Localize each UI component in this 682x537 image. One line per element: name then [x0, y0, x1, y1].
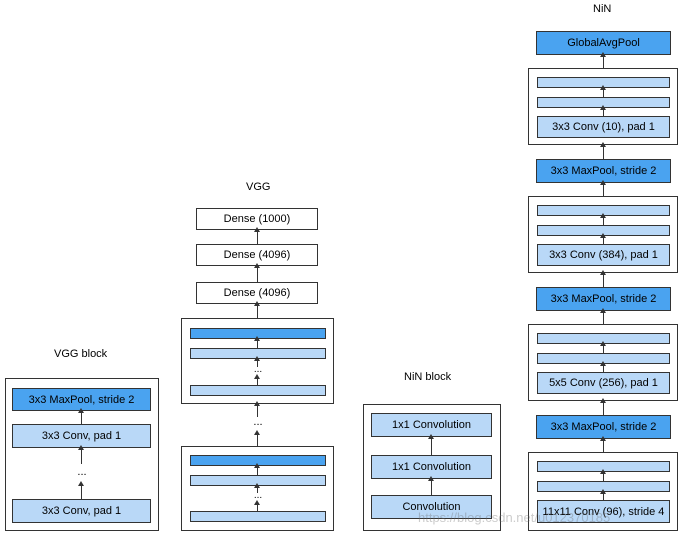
arrow [254, 430, 260, 446]
arrow [600, 398, 606, 415]
arrow [254, 356, 260, 367]
nin-maxpool-1: 3x3 MaxPool, stride 2 [536, 415, 671, 439]
nin-block1-conv: 11x11 Conv (96), stride 4 [537, 500, 670, 523]
vgg-upper-ellipsis: ... [253, 364, 263, 375]
nin-block-conv1: 1x1 Convolution [371, 413, 492, 437]
vgg-upper-conv-bar-bottom [190, 385, 326, 396]
nin-block2-conv: 5x5 Conv (256), pad 1 [537, 372, 670, 394]
vgg-title: VGG [246, 181, 271, 193]
nin-block3-conv: 3x3 Conv (384), pad 1 [537, 244, 670, 266]
watermark: https://blog.csdn.net/u012370185 [418, 510, 611, 525]
arrow [600, 341, 606, 353]
vgg-lower-conv-bar-bottom [190, 511, 326, 522]
vgg-block-ellipsis: ... [77, 466, 87, 478]
arrow [600, 469, 606, 481]
vgg-block-title: VGG block [54, 348, 108, 360]
arrow [600, 213, 606, 225]
arrow [254, 463, 260, 475]
arrow [428, 476, 434, 495]
arrow [254, 500, 260, 511]
nin-maxpool-3: 3x3 MaxPool, stride 2 [536, 159, 671, 183]
arrow [254, 401, 260, 417]
arrow [254, 227, 260, 244]
arrow [78, 408, 84, 424]
nin-title: NiN [593, 3, 612, 15]
vgg-lower-ellipsis: ... [253, 490, 263, 501]
vgg-block-conv-bottom: 3x3 Conv, pad 1 [12, 499, 151, 523]
arrow [600, 489, 606, 500]
vgg-block-maxpool: 3x3 MaxPool, stride 2 [12, 388, 151, 411]
arrow [254, 263, 260, 282]
vgg-middle-ellipsis: ... [253, 416, 263, 428]
arrow [600, 85, 606, 97]
arrow [78, 445, 84, 464]
arrow [600, 436, 606, 452]
arrow [600, 233, 606, 244]
arrow [600, 361, 606, 372]
arrow [600, 308, 606, 324]
nin-block4-conv: 3x3 Conv (10), pad 1 [537, 116, 670, 138]
arrow [600, 142, 606, 159]
nin-block-conv3: Convolution [371, 495, 492, 519]
arrow [600, 270, 606, 287]
nin-global-avg-pool: GlobalAvgPool [536, 31, 671, 55]
arrow [254, 483, 260, 493]
arrow [254, 301, 260, 318]
arrow [254, 336, 260, 348]
arrow [600, 180, 606, 196]
arrow [428, 434, 434, 455]
arrow [254, 374, 260, 385]
vgg-dense-4096-top: Dense (4096) [196, 244, 318, 266]
arrow [600, 105, 606, 116]
nin-block-title: NiN block [404, 371, 452, 383]
arrow [78, 481, 84, 499]
arrow [600, 52, 606, 68]
